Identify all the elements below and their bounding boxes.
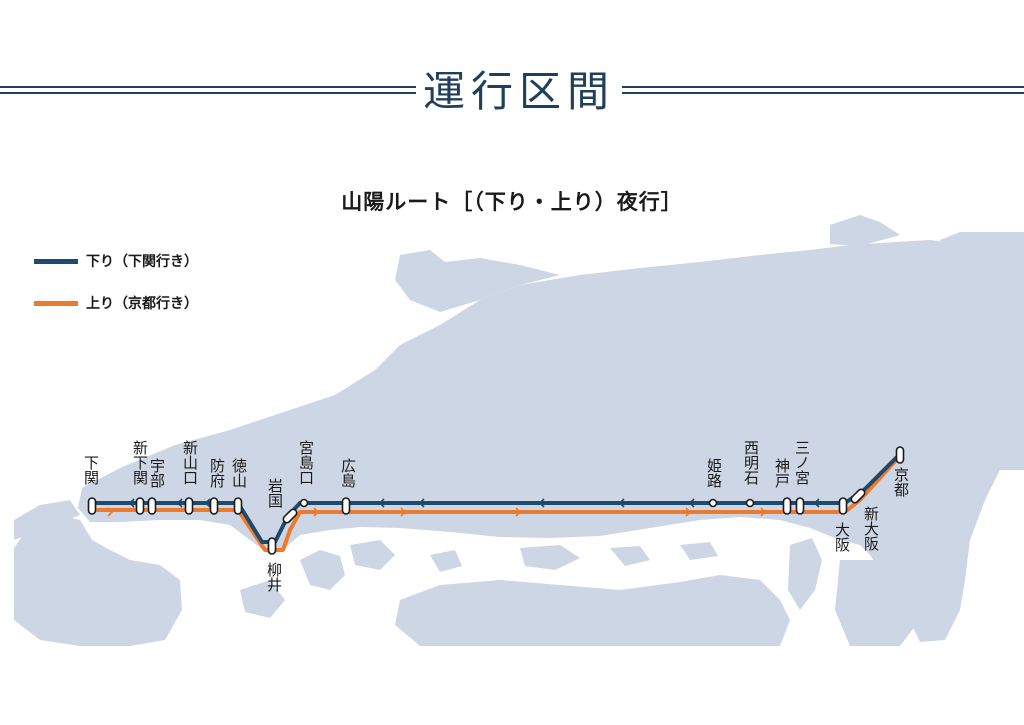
station-label-shin-yamaguchi: 新山口 [181,440,199,485]
station-label-osaka: 大阪 [833,522,851,552]
station-marker-kobe [782,497,792,515]
legend-swatch-down [34,258,78,264]
land-awaji [788,538,822,610]
land-island-6 [430,550,462,572]
land-kyushu [14,515,182,646]
station-marker-iwakuni [282,508,298,524]
land-east [940,232,1024,300]
down-arrow-0 [128,498,135,508]
station-label-shin-shimonoseki: 新下関 [131,440,149,485]
land-kii [835,560,920,646]
legend-label-down: 下り（下関行き） [86,254,198,270]
station-marker-himeji [708,498,718,508]
header-rule-left [0,86,416,95]
station-label-yanai: 柳井 [265,562,283,592]
station-label-himeji: 姫路 [705,458,723,488]
legend-item-up: 上り（京都行き） [34,292,198,314]
down-arrow-5 [538,498,545,508]
up-arrow-0 [107,507,114,517]
station-marker-hiroshima [341,497,351,515]
header-rule-right [622,86,1024,95]
station-marker-ube [147,497,157,515]
station-label-ube: 宇部 [148,458,166,488]
land-island-5 [610,546,650,566]
station-label-kyoto: 京都 [892,467,910,497]
station-marker-shin-osaka [850,488,866,504]
land-island-7 [680,542,718,560]
down-arrow-4 [418,498,425,508]
down-arrow-8 [813,498,820,508]
station-label-nishi-akashi: 西明石 [742,440,760,485]
station-marker-shin-shimonoseki [135,497,145,515]
route-title: 山陽ルート［（下り・上り）夜行］ [341,190,683,214]
station-marker-shin-yamaguchi [184,497,194,515]
down-arrow-1 [176,498,183,508]
station-label-hofu: 防府 [208,458,226,488]
station-label-kobe: 神戸 [773,458,791,488]
up-line [92,456,900,552]
station-marker-osaka [838,497,848,515]
station-marker-miyajimaguchi [299,498,309,508]
down-arrow-2 [204,498,211,508]
land-northeast [830,215,900,246]
down-arrow-6 [618,498,625,508]
legend-label-up: 上り（京都行き） [86,296,198,312]
station-marker-tokuyama [233,497,243,515]
station-label-miyajimaguchi: 宮島口 [297,440,315,485]
section-title: 運行区間 [422,67,615,116]
land-island-1 [300,550,345,590]
station-marker-nishi-akashi [745,498,755,508]
station-marker-hofu [209,497,219,515]
land-island-3 [240,580,285,618]
station-marker-sannomiya [795,497,805,515]
land-north-coast [395,250,560,312]
down-arrow-7 [688,498,695,508]
station-label-iwakuni: 岩国 [266,478,284,508]
land-kyushu-west [14,500,80,540]
up-arrow-2 [400,507,407,517]
direction-arrows [107,498,820,517]
legend-item-down: 下り（下関行き） [34,250,198,272]
station-label-shin-osaka: 新大阪 [862,506,880,551]
station-markers [87,446,905,555]
up-arrow-3 [515,507,522,517]
land-honshu [78,236,1024,642]
station-label-hiroshima: 広島 [339,458,357,488]
station-label-sannomiya: 三ノ宮 [793,440,811,485]
land-island-2 [350,540,395,570]
section-header: 運行区間 [0,62,1024,122]
down-arrow-3 [378,498,385,508]
land-island-4 [520,545,580,570]
land-shikoku [395,575,790,646]
station-marker-shimonoseki [87,497,97,515]
up-arrow-1 [313,507,320,517]
legend-swatch-up [34,300,78,306]
up-arrow-4 [685,507,692,517]
station-label-tokuyama: 徳山 [230,458,248,488]
legend: 下り（下関行き） 上り（京都行き） [34,250,198,334]
station-marker-yanai [267,537,277,555]
station-marker-kyoto [895,446,905,464]
station-label-shimonoseki: 下関 [82,455,100,485]
land-masses [14,215,1024,646]
up-arrow-5 [760,507,767,517]
